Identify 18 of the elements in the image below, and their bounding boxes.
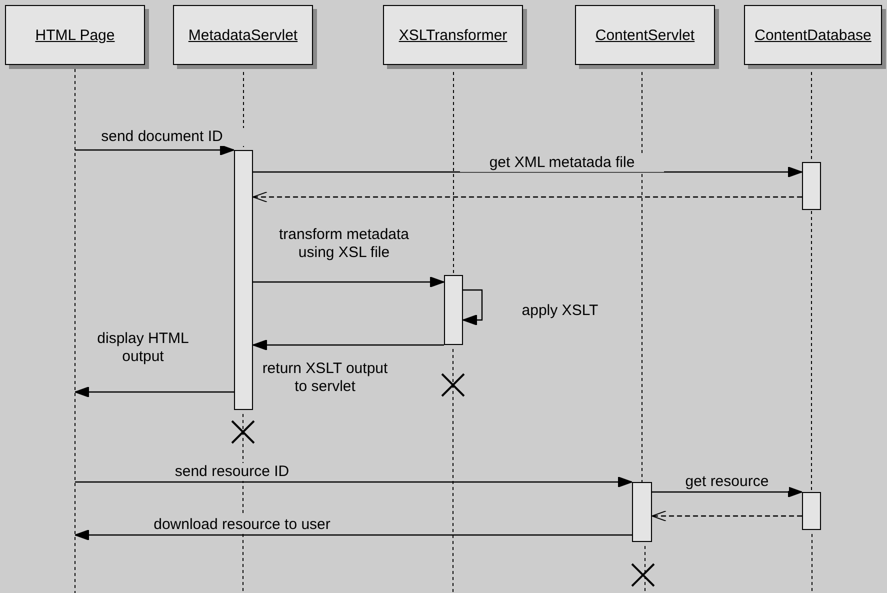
activation-bar: [632, 482, 652, 542]
message-label: get XML metatada file: [460, 154, 664, 172]
return-arrow: [252, 192, 802, 202]
message-arrow: [75, 144, 234, 156]
message-arrow: [74, 386, 234, 398]
message-arrow: [652, 486, 802, 498]
activation-bar: [802, 162, 821, 210]
message-arrow: [462, 289, 483, 326]
message-arrow: [74, 530, 632, 540]
activation-bar: [802, 492, 821, 530]
lifeline: [811, 210, 812, 492]
return-arrow: [652, 510, 802, 522]
message-arrow: [253, 276, 444, 288]
message-arrow: [252, 340, 444, 350]
activation-bar: [444, 275, 463, 345]
activation-bar: [234, 150, 253, 410]
message-arrow: [253, 166, 802, 178]
message-arrow: [75, 476, 632, 488]
